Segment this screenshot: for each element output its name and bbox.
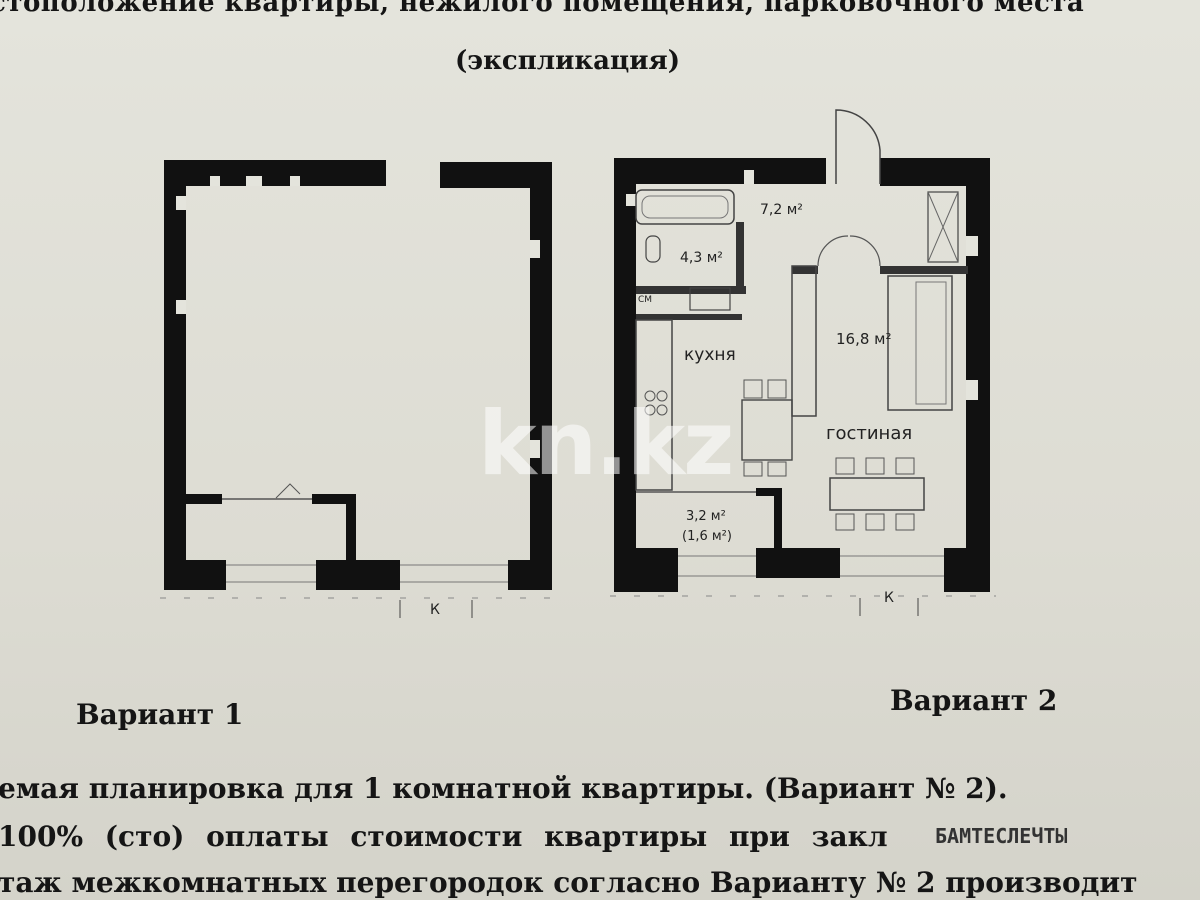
room-kitchen: кухня [684,345,736,365]
axis-label-v2: К [884,590,894,606]
body-paragraph-1: емая планировка для 1 комнатной квартиры… [0,772,1008,805]
room-hall-area: 7,2 м² [760,202,803,218]
variant-1-caption: Вариант 1 [76,698,244,731]
header-line-2: (экспликация) [455,46,681,76]
overprint-stamp: БАМТЕСЛЕЧТЫ [935,824,1068,848]
room-living: гостиная [826,423,912,444]
body-paragraph-2: 100% (сто) оплаты стоимости квартиры при… [0,820,888,853]
plan-variant-1: К [160,160,556,618]
room-balcony-area: 3,2 м² [686,509,726,524]
room-bath-area: 4,3 м² [680,250,723,266]
variant-2-caption: Вариант 2 [890,684,1058,717]
body-paragraph-3: таж межкомнатных перегородок согласно Ва… [0,866,1138,899]
watermark: kn.kz [478,392,734,495]
room-living-area: 16,8 м² [836,330,892,348]
washing-machine-label: СМ [638,295,652,305]
axis-label-v1: К [430,602,440,618]
header-line-1: стоположение квартиры, нежилого помещени… [0,0,1085,18]
plan-variant-2: К 7,2 м² 4,3 м² СМ кухня 16,8 м² гостина… [610,109,996,616]
room-balcony-reduced-area: (1,6 м²) [682,529,732,544]
